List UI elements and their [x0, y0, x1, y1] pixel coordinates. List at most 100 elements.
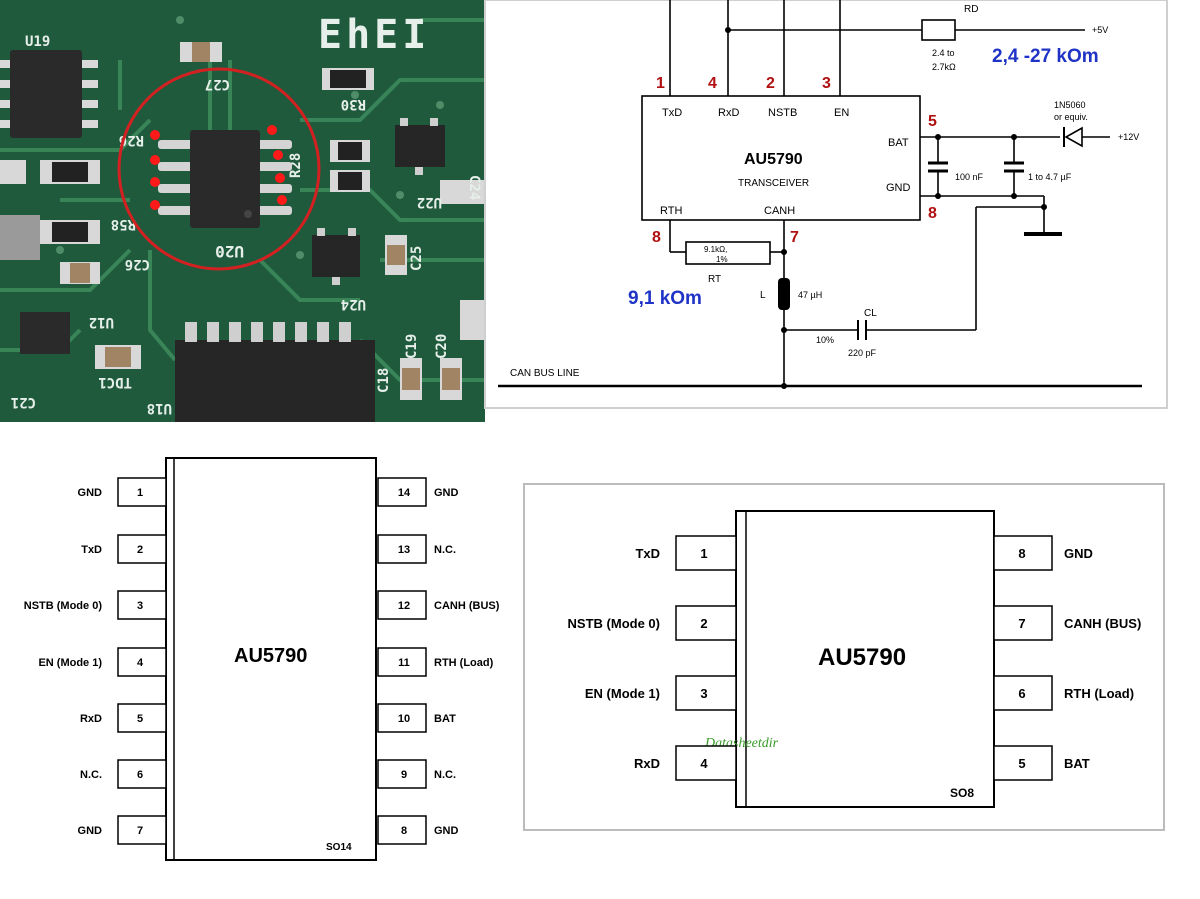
so8-pinout: AU5790 SO8 Datasheetdir 1 2 3 4 8 7 6 5 …: [523, 483, 1165, 831]
so14-pin-4: 4: [117, 647, 167, 677]
note-rd-range: 2,4 -27 kOm: [992, 46, 1099, 67]
so14-pin-7: 7: [117, 815, 167, 845]
so14-pin-4-label: EN (Mode 1): [38, 657, 102, 669]
so14-pin-11: 11: [377, 647, 427, 677]
svg-text:8: 8: [1018, 546, 1025, 561]
pcb-silk-u20: U20: [215, 242, 244, 261]
svg-text:5: 5: [1018, 756, 1025, 771]
so8-package-label: SO8: [950, 786, 974, 800]
rd-resistor: [921, 19, 956, 41]
pcb-silk-c21: C21: [11, 394, 36, 410]
svg-text:1: 1: [137, 487, 143, 499]
pcb-silk-c27: C27: [205, 76, 230, 92]
so14-pin-10-label: BAT: [434, 713, 456, 725]
so14-pin-1-label: GND: [78, 487, 103, 499]
so14-pin-9-label: N.C.: [434, 769, 456, 781]
so14-pin-8-label: GND: [434, 825, 459, 837]
rt-resistor: [685, 241, 771, 265]
pcb-silk-u22: U22: [417, 194, 442, 210]
so8-pin-5-label: BAT: [1064, 756, 1090, 771]
so8-pin-7-label: CANH (BUS): [1064, 616, 1141, 631]
so8-pin-1: 1: [675, 535, 737, 571]
pcb-silk-u12: U12: [89, 314, 114, 330]
cl-value: 220 pF: [848, 348, 877, 358]
so8-pin-6-label: RTH (Load): [1064, 686, 1134, 701]
svg-text:4: 4: [700, 756, 708, 771]
diode-label-line1: 1N5060: [1054, 100, 1086, 110]
svg-text:2: 2: [700, 616, 707, 631]
so14-pin-14-label: GND: [434, 487, 459, 499]
pcb-silk-c19: C19: [404, 334, 420, 359]
so14-pin-7-label: GND: [78, 825, 103, 837]
so14-pin-10: 10: [377, 703, 427, 733]
pcb-vias: [56, 16, 444, 259]
svg-text:2: 2: [137, 544, 143, 556]
schematic-chip-sub: TRANSCEIVER: [738, 178, 809, 189]
so8-pin-7: 7: [993, 605, 1053, 641]
svg-text:14: 14: [398, 487, 411, 499]
svg-text:6: 6: [1018, 686, 1025, 701]
so8-pin-2-label: NSTB (Mode 0): [568, 616, 660, 631]
note-rt-value: 9,1 kOm: [628, 288, 702, 309]
so8-pin-1-label: TxD: [635, 546, 660, 561]
so8-chip-name: AU5790: [818, 644, 906, 671]
pin-num-canh: 7: [790, 229, 799, 246]
so8-pin-3: 3: [675, 675, 737, 711]
pcb-silk-large: EhEI: [318, 12, 430, 58]
svg-text:5: 5: [137, 713, 143, 725]
pin-num-en: 3: [822, 75, 831, 92]
diode-label-line2: or equiv.: [1054, 112, 1088, 122]
u20-chip: [158, 130, 292, 228]
pcb-silk-c18: C18: [376, 368, 392, 393]
bottom-ic: [175, 322, 375, 422]
pin-label-txd: TxD: [662, 107, 682, 119]
so8-pin-4-label: RxD: [634, 756, 660, 771]
so8-pin-2: 2: [675, 605, 737, 641]
pcb-silk-c26: C26: [125, 256, 150, 272]
so14-pin-6: 6: [117, 759, 167, 789]
svg-text:13: 13: [398, 544, 410, 556]
svg-text:3: 3: [700, 686, 707, 701]
cl-label: CL: [864, 308, 877, 319]
schematic-wires: [498, 0, 1142, 388]
svg-text:11: 11: [398, 657, 410, 669]
so14-pin-13: 13: [377, 534, 427, 564]
diode: [1063, 126, 1083, 148]
pin-num-bat: 5: [928, 113, 937, 130]
so8-pin-8-label: GND: [1064, 546, 1093, 561]
pin-label-rth: RTH: [660, 205, 682, 217]
pcb-silk-c20: C20: [434, 334, 450, 359]
so14-package-label: SO14: [326, 842, 352, 853]
cl-tolerance: 10%: [816, 335, 834, 345]
rd-label: RD: [964, 4, 978, 15]
inductor-value: 47 µH: [798, 290, 822, 300]
cap2-value: 1 to 4.7 µF: [1028, 172, 1072, 182]
schematic-chip-name: AU5790: [744, 151, 803, 168]
so8-pin-8: 8: [993, 535, 1053, 571]
u20-pin-markers: [150, 125, 287, 210]
u20-highlight-circle: [117, 67, 321, 271]
pcb-silk-r58: R58: [111, 216, 136, 232]
svg-text:9: 9: [401, 769, 407, 781]
pin-num-gnd: 8: [928, 205, 937, 222]
inductor-label: L: [760, 290, 766, 301]
cap1-value: 100 nF: [955, 172, 984, 182]
pin-label-en: EN: [834, 107, 849, 119]
so14-pin-2: 2: [117, 534, 167, 564]
pcb-small-parts: [0, 42, 485, 400]
schematic-junctions: [725, 27, 1047, 389]
svg-text:4: 4: [137, 657, 144, 669]
svg-text:12: 12: [398, 600, 410, 612]
so14-body: [165, 457, 377, 861]
pin-label-rxd: RxD: [718, 107, 739, 119]
rt-value-line1: 9.1kΩ,: [704, 245, 727, 254]
so8-pin-3-label: EN (Mode 1): [585, 686, 660, 701]
pcb-silk-tdc1: TDC1: [98, 374, 132, 390]
pcb-silk-u24: U24: [341, 296, 366, 312]
pcb-silk-u18: U18: [147, 400, 172, 416]
so14-pin-3: 3: [117, 590, 167, 620]
svg-text:1: 1: [700, 546, 707, 561]
pin-label-bat: BAT: [888, 137, 909, 149]
pin-num-nstb: 2: [766, 75, 775, 92]
